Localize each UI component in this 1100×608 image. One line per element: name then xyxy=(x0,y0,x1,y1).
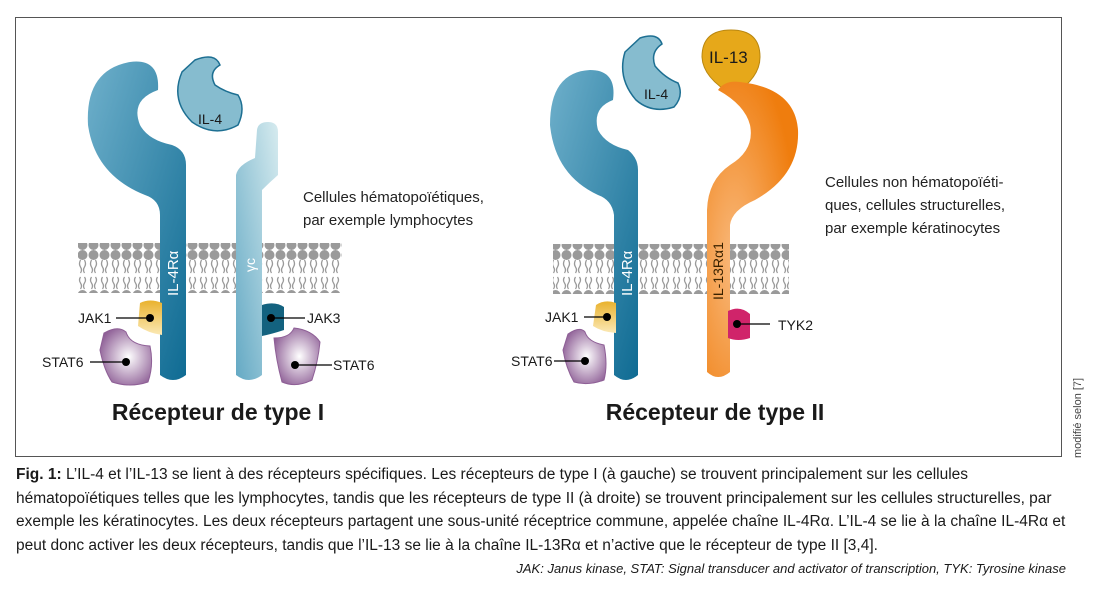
stat6-label: STAT6 xyxy=(333,357,375,373)
il4-label: IL-4 xyxy=(644,86,668,102)
tyk2-label: TYK2 xyxy=(778,317,813,333)
membrane-right xyxy=(553,244,789,294)
il4ra-label: IL-4Rα xyxy=(165,250,182,296)
jak3-label: JAK3 xyxy=(307,310,341,326)
cell-type-line: par exemple lymphocytes xyxy=(303,212,473,229)
figure-caption: Fig. 1: L’IL-4 et l’IL-13 se lient à des… xyxy=(16,463,1066,581)
cell-type-line: par exemple kératinocytes xyxy=(825,220,1000,237)
il13-ligand xyxy=(701,29,761,96)
stat6-protein xyxy=(562,328,607,385)
il4-ligand xyxy=(177,56,243,132)
caption-label: Fig. 1: xyxy=(16,466,62,483)
il4ra-label: IL-4Rα xyxy=(619,250,636,296)
type1-receptor: IL-4 IL-4Rα γc JAK1 STAT6 JAK3 STAT6 Cel… xyxy=(42,56,484,425)
stat6-label: STAT6 xyxy=(42,354,84,370)
il4-label: IL-4 xyxy=(198,111,222,127)
stat6-protein xyxy=(99,328,153,386)
receptor-diagram: IL-4 IL-4Rα γc JAK1 STAT6 JAK3 STAT6 Cel… xyxy=(42,29,1005,425)
abbreviations: JAK: Janus kinase, STAT: Signal transduc… xyxy=(516,561,1066,576)
type2-title: Récepteur de type II xyxy=(606,399,825,425)
type2-receptor: IL-4 IL-13 IL-4Rα IL-13Rα1 JAK1 STAT6 TY… xyxy=(511,29,1005,425)
type1-title: Récepteur de type I xyxy=(112,399,324,425)
il13ra1-chain xyxy=(707,81,799,378)
il4ra-chain xyxy=(87,61,186,381)
gamma-c-label: γc xyxy=(242,258,258,272)
figure-frame xyxy=(15,17,1062,457)
stat6-label: STAT6 xyxy=(511,353,553,369)
cell-type-line: Cellules hématopoïétiques, xyxy=(303,189,484,206)
stat6-protein xyxy=(273,327,321,386)
il4ra-chain xyxy=(550,70,638,380)
caption-text: L’IL-4 et l’IL-13 se lient à des récepte… xyxy=(16,466,1066,554)
il13-label: IL-13 xyxy=(709,48,748,67)
gamma-c-chain xyxy=(236,122,278,380)
jak1-label: JAK1 xyxy=(545,309,579,325)
il4-ligand xyxy=(621,35,681,111)
cell-type-line: ques, cellules structurelles, xyxy=(825,197,1005,214)
il13ra1-label: IL-13Rα1 xyxy=(710,242,726,300)
membrane-left xyxy=(78,243,342,293)
source-credit: modifié selon [7] xyxy=(1072,377,1084,458)
jak1-label: JAK1 xyxy=(78,310,112,326)
cell-type-line: Cellules non hématopoïéti- xyxy=(825,174,1003,191)
